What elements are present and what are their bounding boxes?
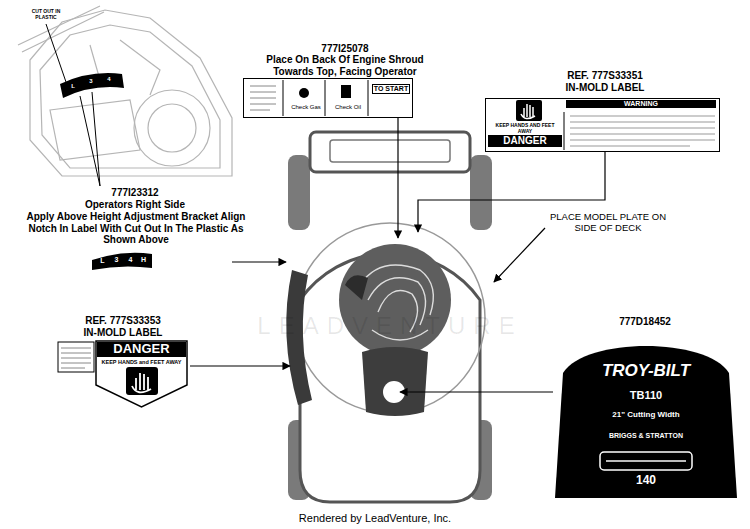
decal-shape <box>92 253 152 270</box>
leader-line <box>80 92 100 186</box>
hand-icon <box>126 367 158 395</box>
decal-icon <box>341 85 351 98</box>
gauge-mark: 3 <box>112 256 121 264</box>
gauge-mark: H <box>139 256 148 264</box>
note: Apply Above Height Adjustment Bracket Al… <box>18 211 254 246</box>
engine-front <box>362 347 428 416</box>
hand-icon <box>516 100 542 121</box>
decal-text: Check Oil <box>328 104 368 111</box>
leader-line <box>494 228 545 282</box>
small-warning-box <box>58 342 94 372</box>
decal-shape <box>96 341 187 407</box>
credit: Rendered by LeadVenture, Inc. <box>265 512 485 525</box>
engine-logo <box>600 452 692 470</box>
hand-icon <box>521 104 535 119</box>
model-plate: TROY-BILT TB110 21" Cutting WidthBRIGGS & … <box>555 333 737 498</box>
height-gauge-decal: L34H <box>92 252 152 270</box>
engine-logo <box>606 460 686 462</box>
hand-icon <box>132 373 151 392</box>
part-number: REF. 777S33351 <box>540 70 670 82</box>
decal-shape <box>555 346 737 498</box>
gauge-mark: L <box>98 257 107 265</box>
inset-handle <box>18 6 104 52</box>
model-number: TB110 <box>555 389 737 402</box>
brand-name: TROY-BILT <box>555 361 737 381</box>
decal-text: KEEP HANDS and FEET AWAY <box>97 359 186 365</box>
inset-wheel <box>148 104 196 152</box>
gauge-mark: L <box>69 83 77 90</box>
leader-line <box>232 261 286 262</box>
warning-heading: WARNING <box>566 100 716 108</box>
inset-wheel <box>134 90 210 166</box>
wheel <box>288 155 310 230</box>
engine-decal: TO START Check OilCheck Gas <box>243 78 413 118</box>
watermark: LEADVENTURE <box>230 312 550 340</box>
note: PLACE MODEL PLATE ON SIDE OF DECK <box>548 212 668 234</box>
decal-fine-print <box>250 86 276 110</box>
danger-heading: DANGER <box>97 342 186 357</box>
control-bar <box>310 132 470 172</box>
danger-decal: WARNING KEEP HANDS AND FEET AWAYDANGER <box>485 98 720 152</box>
pull-handle <box>345 275 368 300</box>
part-number: REF. 777S33353 <box>58 315 188 327</box>
note: IN-MOLD LABEL <box>540 82 670 94</box>
decal-heading: TO START <box>372 84 410 94</box>
decal-icon <box>299 88 309 98</box>
inset-drawing <box>18 6 232 176</box>
leader-line <box>46 24 66 82</box>
plate-text: 21" Cutting Width <box>555 410 737 419</box>
note: CUT OUT IN PLASTIC <box>26 9 66 21</box>
note: Operators Right Side <box>35 199 235 211</box>
part-number: 777I25078 <box>260 43 430 55</box>
control-bar-inner <box>330 140 450 162</box>
engine-brand: BRIGGS & STRATTON <box>555 432 737 440</box>
engine-shroud <box>339 244 451 356</box>
part-number: 777D18452 <box>598 316 692 328</box>
gauge-mark: 4 <box>105 76 113 83</box>
leader-line <box>400 391 553 392</box>
leader-line <box>397 118 398 238</box>
decal-fine-print <box>61 348 91 368</box>
engine-size: 140 <box>555 474 737 488</box>
wheel <box>470 155 492 230</box>
decal-fine-print <box>570 116 715 146</box>
decal-divider <box>283 80 368 116</box>
gauge-mark: 3 <box>87 78 95 85</box>
inset-housing <box>40 25 220 168</box>
gauge-mark: 4 <box>126 256 135 264</box>
leader-line <box>190 365 290 366</box>
note: Place On Back Of Engine Shroud Towards T… <box>250 54 440 77</box>
danger-heading: DANGER <box>488 135 562 147</box>
danger-decal: DANGER KEEP HANDS and FEET AWAY <box>95 340 188 408</box>
decal-text: Check Gas <box>286 104 326 111</box>
note: IN-MOLD LABEL <box>58 327 188 339</box>
inset-housing <box>30 10 232 176</box>
decal-divider <box>564 112 565 150</box>
part-number: 777I23312 <box>35 187 235 199</box>
decal-text: KEEP HANDS AND FEET AWAY <box>488 123 562 135</box>
